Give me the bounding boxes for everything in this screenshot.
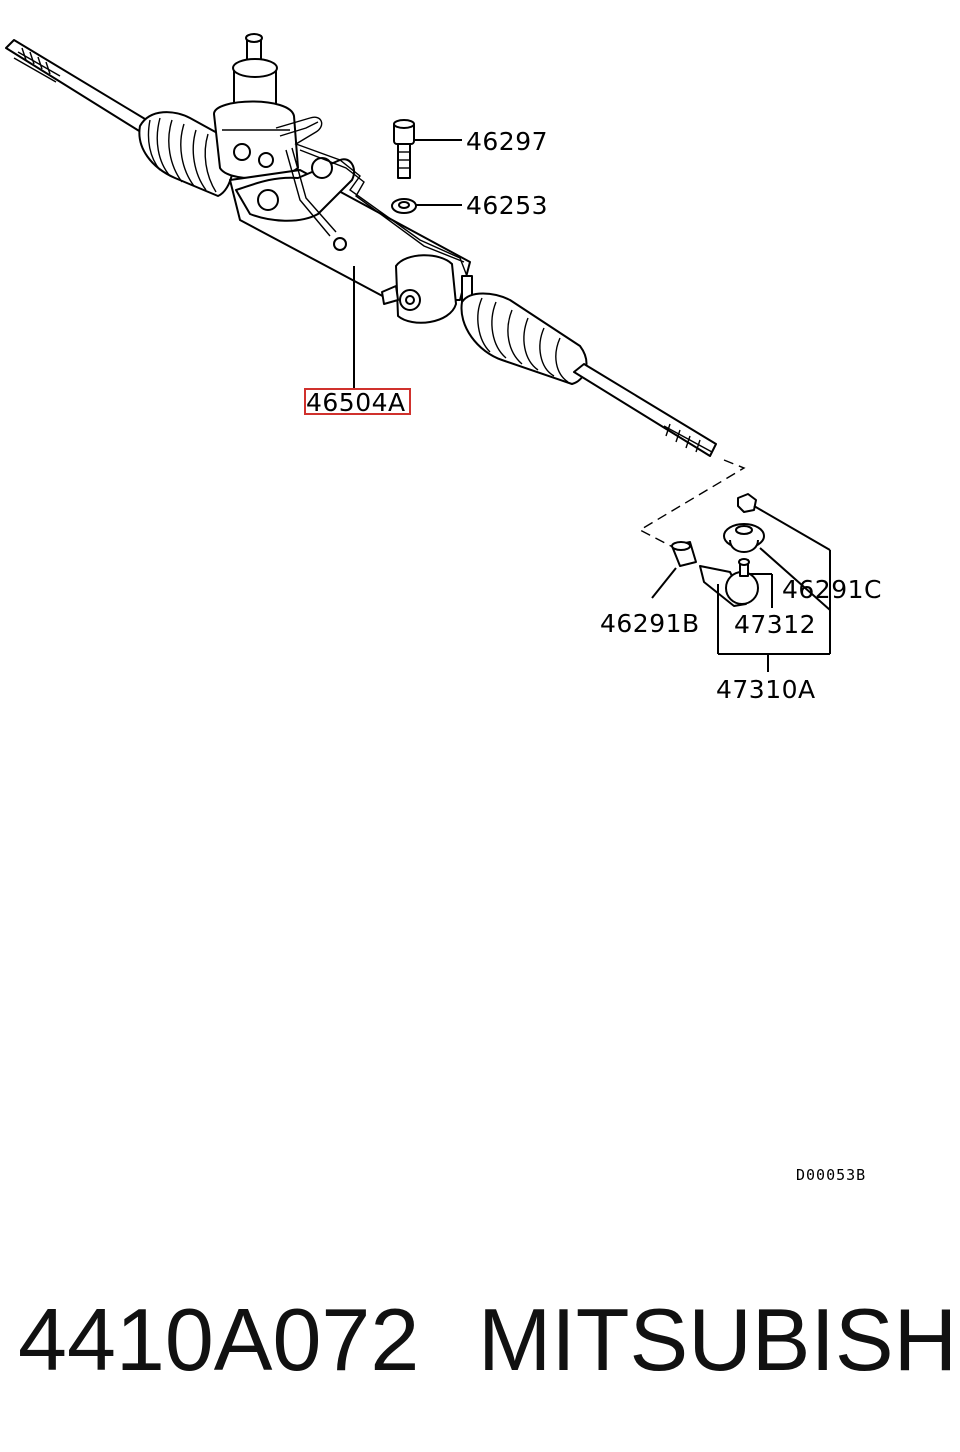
brand-name: MITSUBISHI (478, 1290, 960, 1389)
tie-rod-end-part (699, 558, 759, 607)
left-tie-rod (5, 39, 151, 135)
callout-47310A[interactable]: 47310A (716, 675, 816, 704)
leader-lines (353, 139, 831, 672)
footer-caption: 4410A072 MITSUBISHI (0, 1270, 960, 1410)
pinion-valve-housing (213, 33, 299, 180)
callout-46297[interactable]: 46297 (466, 127, 548, 156)
bolt-part (393, 119, 415, 179)
nut-and-seal-part (723, 493, 765, 553)
callout-46291C[interactable]: 46291C (782, 575, 882, 604)
left-bellows-boot (138, 111, 235, 197)
callout-47312[interactable]: 47312 (734, 610, 816, 639)
highlight-box (304, 388, 411, 415)
hydraulic-lines (275, 116, 471, 285)
bushing-part (671, 541, 697, 567)
right-tie-rod (573, 363, 717, 457)
steering-rack-exploded-diagram: 46297 46253 46504A 46291B 47312 46291C 4… (5, 33, 882, 1184)
callout-46291B[interactable]: 46291B (600, 609, 700, 638)
callout-46253[interactable]: 46253 (466, 191, 548, 220)
diagram-reference-code: D00053B (796, 1166, 866, 1184)
callout-46504A[interactable]: 46504A (306, 388, 406, 417)
part-number: 4410A072 (18, 1290, 420, 1389)
washer-part (391, 198, 417, 214)
mounting-bracket (381, 254, 473, 324)
right-bellows-boot (460, 292, 588, 385)
